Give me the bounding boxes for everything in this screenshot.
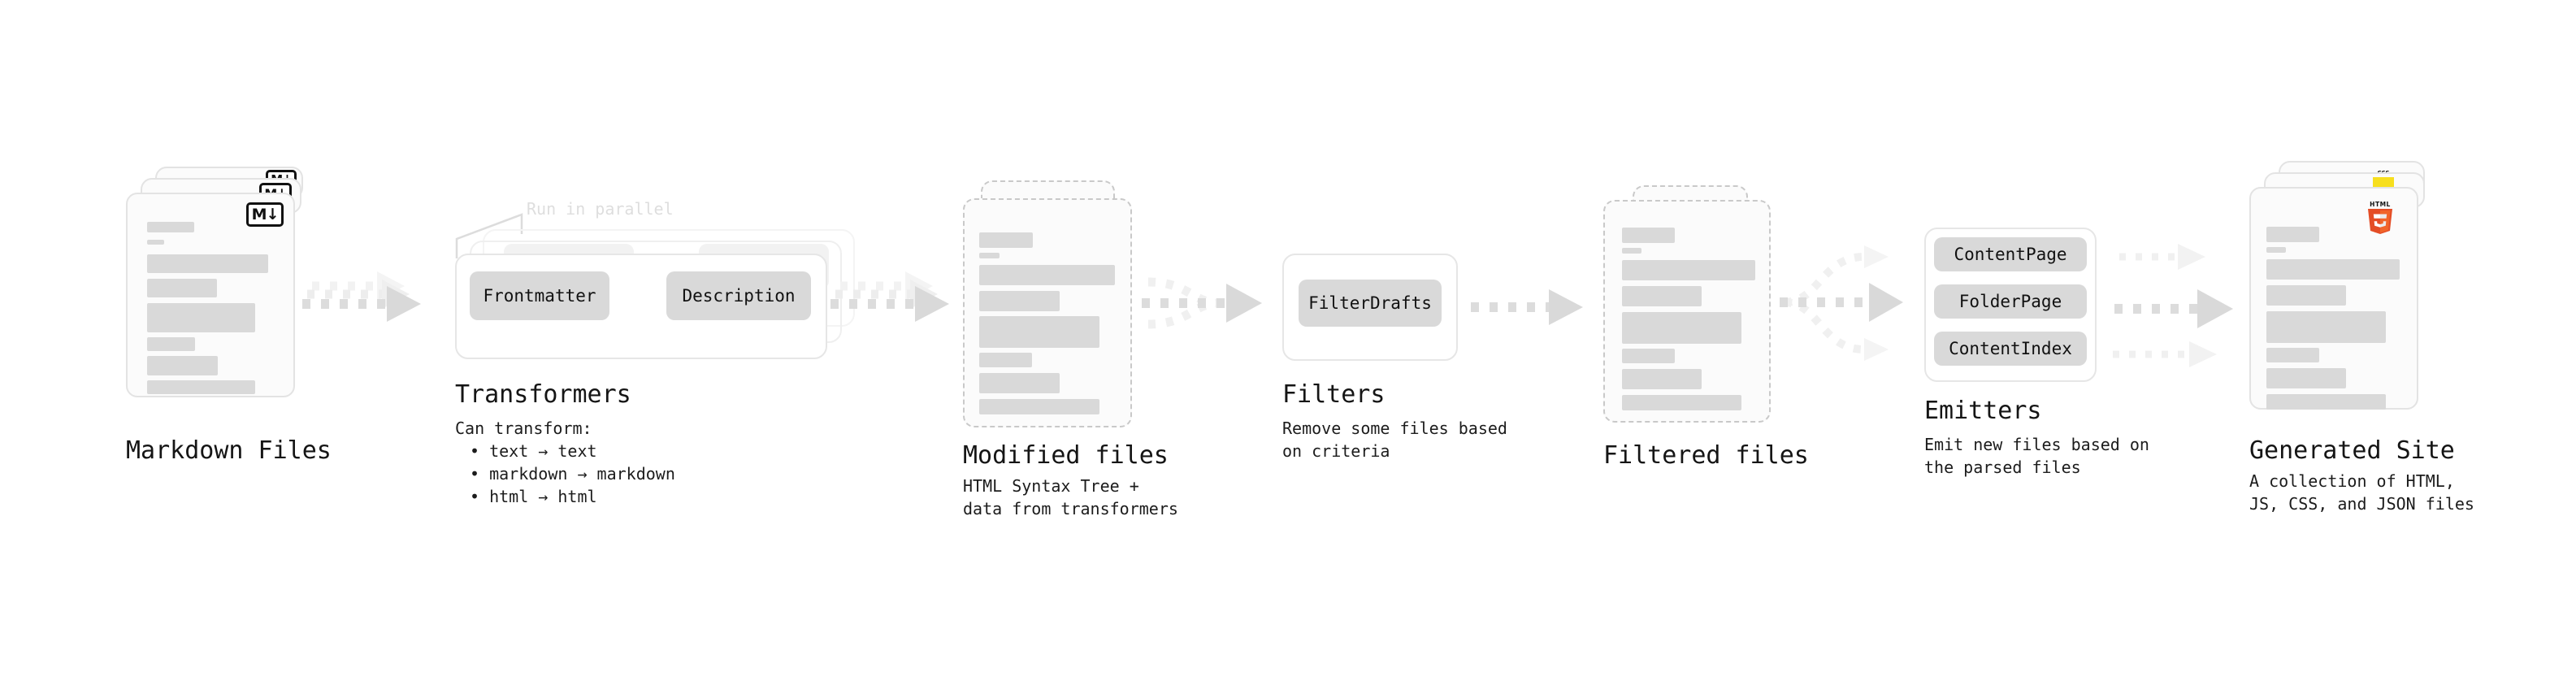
doc-line [2266,247,2286,253]
emitters-subtitle: Emit new files based on the parsed files [1924,435,2149,477]
doc-line [147,222,194,232]
transformer-chip-frontmatter[interactable]: Frontmatter [470,271,609,320]
doc-line [2266,368,2346,388]
doc-line [2266,311,2386,343]
doc-line [147,380,255,394]
doc-line [1622,260,1755,280]
doc-line [147,254,268,273]
doc-line [2266,259,2400,280]
doc-line [979,265,1115,285]
modified-files-subtitle: HTML Syntax Tree + data from transformer… [963,476,1178,518]
doc-line [147,356,218,375]
html5-icon: HTML [2365,200,2396,234]
doc-line [147,303,255,332]
filters-title: Filters [1282,380,1386,409]
connector-md-to-transformers [302,271,421,322]
doc-line [979,253,1000,258]
doc-line [1622,248,1641,254]
doc-line [147,337,195,351]
transformers-bullet-1: • markdown → markdown [470,464,675,484]
doc-line [979,291,1060,311]
markdown-files-stack: M↓ M↓ M↓ [126,167,313,427]
doc-line [2266,394,2386,410]
emitters-title: Emitters [1924,397,2042,425]
markdown-card-front [126,193,295,397]
doc-line [147,240,164,245]
doc-line [1622,228,1675,243]
doc-line [1622,369,1702,389]
transformers-bullet-2: • html → html [470,487,597,506]
connector-filters-to-filtered [1471,289,1583,325]
javascript-icon [2373,177,2394,189]
doc-line [1622,349,1675,363]
filtered-files-title: Filtered files [1603,441,1809,470]
connector-modified-to-filters [1142,277,1262,329]
doc-line [979,399,1099,414]
doc-line [1622,286,1702,306]
emitter-chip-contentindex[interactable]: ContentIndex [1934,332,2087,366]
modified-files-title: Modified files [963,441,1169,470]
doc-line [2266,285,2346,306]
doc-line [2266,227,2319,242]
connector-transformers-to-modified [830,271,949,322]
transformer-chip-description[interactable]: Description [666,271,811,320]
doc-line [979,353,1032,367]
connector-emitters-to-site [2113,244,2233,367]
transformers-title: Transformers [455,380,631,409]
doc-line [979,316,1099,348]
emitter-chip-contentpage[interactable]: ContentPage [1934,237,2087,271]
doc-line [979,232,1033,248]
doc-line [147,279,217,297]
filtered-files-stack [1603,185,1790,445]
generated-site-title: Generated Site [2249,436,2455,465]
run-in-parallel-label: Run in parallel [527,199,674,219]
modified-card-front [963,198,1132,427]
transformers-bullet-0: • text → text [470,441,597,461]
filtered-card-front [1603,200,1771,423]
svg-text:HTML: HTML [2370,201,2391,208]
markdown-files-title: Markdown Files [126,436,332,465]
generated-site-subtitle: A collection of HTML, JS, CSS, and JSON … [2249,471,2474,514]
doc-line [1622,395,1741,410]
run-in-parallel-bracket [455,213,523,258]
transformers-subtitle: Can transform: [455,419,592,438]
generated-site-stack: CSS HTML [2249,161,2452,437]
emitter-chip-folderpage[interactable]: FolderPage [1934,284,2087,319]
doc-line [2266,348,2319,362]
doc-line [1622,312,1741,344]
doc-line [979,373,1060,393]
filters-subtitle: Remove some files based on criteria [1282,419,1507,461]
filter-chip-filterdrafts[interactable]: FilterDrafts [1299,280,1442,327]
modified-files-stack [963,180,1150,440]
connector-filtered-to-emitters [1780,245,1903,361]
markdown-icon: M↓ [246,202,284,227]
